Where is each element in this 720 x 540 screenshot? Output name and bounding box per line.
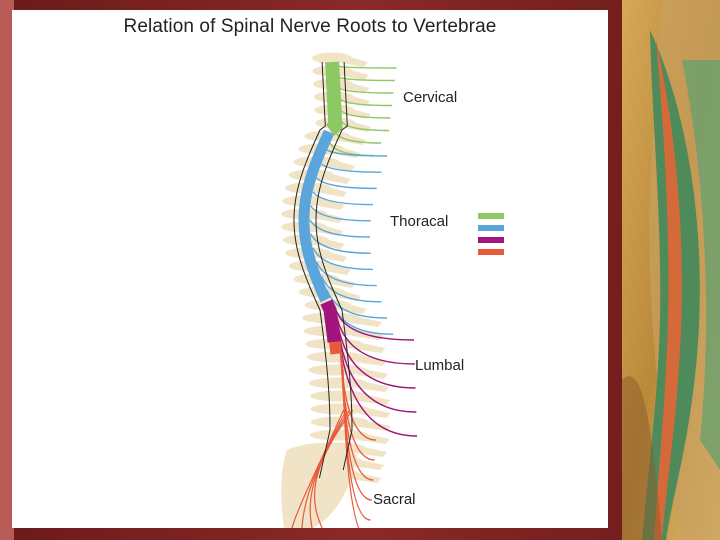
nerve-root — [335, 309, 415, 341]
cauda-nerve — [309, 409, 351, 528]
vertebra-process — [344, 108, 371, 119]
vertebra-body — [308, 364, 367, 376]
slide-title: Relation of Spinal Nerve Roots to Verteb… — [123, 16, 497, 37]
label-thoracic: Thoracal — [390, 213, 449, 230]
nerve-root — [336, 321, 416, 389]
cauda-nerve — [313, 409, 354, 528]
dura-outline — [293, 61, 331, 479]
slide: Relation of Spinal Nerve Roots to Verteb… — [12, 10, 608, 528]
label-lumbar: Lumbal — [415, 357, 465, 374]
vertebra-process — [352, 459, 385, 470]
nerve-root — [310, 205, 371, 222]
vertebra-process — [320, 186, 347, 197]
vertebra-process — [334, 147, 361, 158]
label-sacral: Sacral — [373, 491, 416, 508]
legend-swatch-sacral — [478, 249, 504, 255]
vertebra-process — [334, 290, 361, 301]
nerve-root — [338, 87, 394, 94]
vertebra-process — [318, 238, 345, 249]
nerve-root — [312, 191, 374, 206]
dura-outline — [315, 61, 353, 471]
vertebra-process — [340, 134, 367, 145]
cord-segment — [325, 61, 343, 136]
vertebra-body — [309, 377, 368, 389]
nerve-root — [336, 315, 415, 365]
frame-left-border — [0, 0, 14, 540]
nerve-root — [312, 247, 374, 271]
decorative-side-panel — [622, 0, 720, 540]
vertebra-process — [350, 316, 383, 327]
spinal-cord — [293, 61, 353, 479]
nerve-root — [338, 76, 395, 82]
legend-swatch-lumbar — [478, 237, 504, 243]
nerve-root — [321, 163, 382, 173]
nerve-root — [320, 275, 382, 303]
legend-swatch-thoracic — [478, 225, 504, 231]
nerve-root — [310, 233, 371, 254]
legend-swatch-cervical — [478, 213, 504, 219]
vertebra-process — [358, 407, 391, 418]
nerve-roots — [291, 65, 418, 528]
vertebra-process — [356, 368, 389, 379]
nerve-root — [326, 149, 388, 157]
nerve-root — [316, 261, 377, 287]
label-cervical: Cervical — [403, 89, 458, 106]
nerve-root — [316, 177, 377, 190]
color-legend — [478, 213, 504, 255]
vertebra-process — [343, 82, 370, 93]
vertebra-body — [310, 403, 369, 415]
vertebra-process — [343, 95, 370, 106]
sacrum — [281, 443, 357, 528]
vertebra-process — [324, 264, 351, 275]
cauda-nerve — [301, 409, 348, 528]
nerve-root — [342, 369, 360, 528]
vertebra-process — [321, 251, 348, 262]
nerve-root — [326, 289, 388, 319]
nerve-root — [340, 120, 390, 132]
nerve-root — [339, 98, 392, 107]
nerve-root — [309, 219, 371, 238]
vertebra-process — [355, 446, 388, 457]
vertebra-process — [357, 433, 390, 444]
vertebra-process — [341, 56, 368, 67]
cord-segment — [329, 341, 341, 355]
cord-segment — [320, 299, 341, 343]
nerve-root — [337, 327, 417, 413]
vertebra-process — [340, 303, 367, 314]
nerve-root — [339, 109, 391, 119]
nerve-root — [338, 333, 418, 437]
nerve-root — [338, 65, 397, 69]
vertebra-body — [306, 351, 365, 363]
vertebra-process — [354, 355, 387, 366]
vertebra-process — [324, 173, 351, 184]
vertebra-process — [357, 381, 390, 392]
cord-segment — [298, 129, 335, 303]
vertebra-body — [311, 52, 352, 64]
spinal-nerve-diagram — [281, 52, 504, 528]
vertebra-process — [318, 199, 345, 210]
vertebra-process — [342, 69, 369, 80]
vertebra-process — [353, 342, 386, 353]
cauda-nerve — [291, 409, 345, 528]
vertebra-process — [317, 225, 344, 236]
vertebra-process — [329, 160, 356, 171]
vertebra-process — [358, 394, 391, 405]
